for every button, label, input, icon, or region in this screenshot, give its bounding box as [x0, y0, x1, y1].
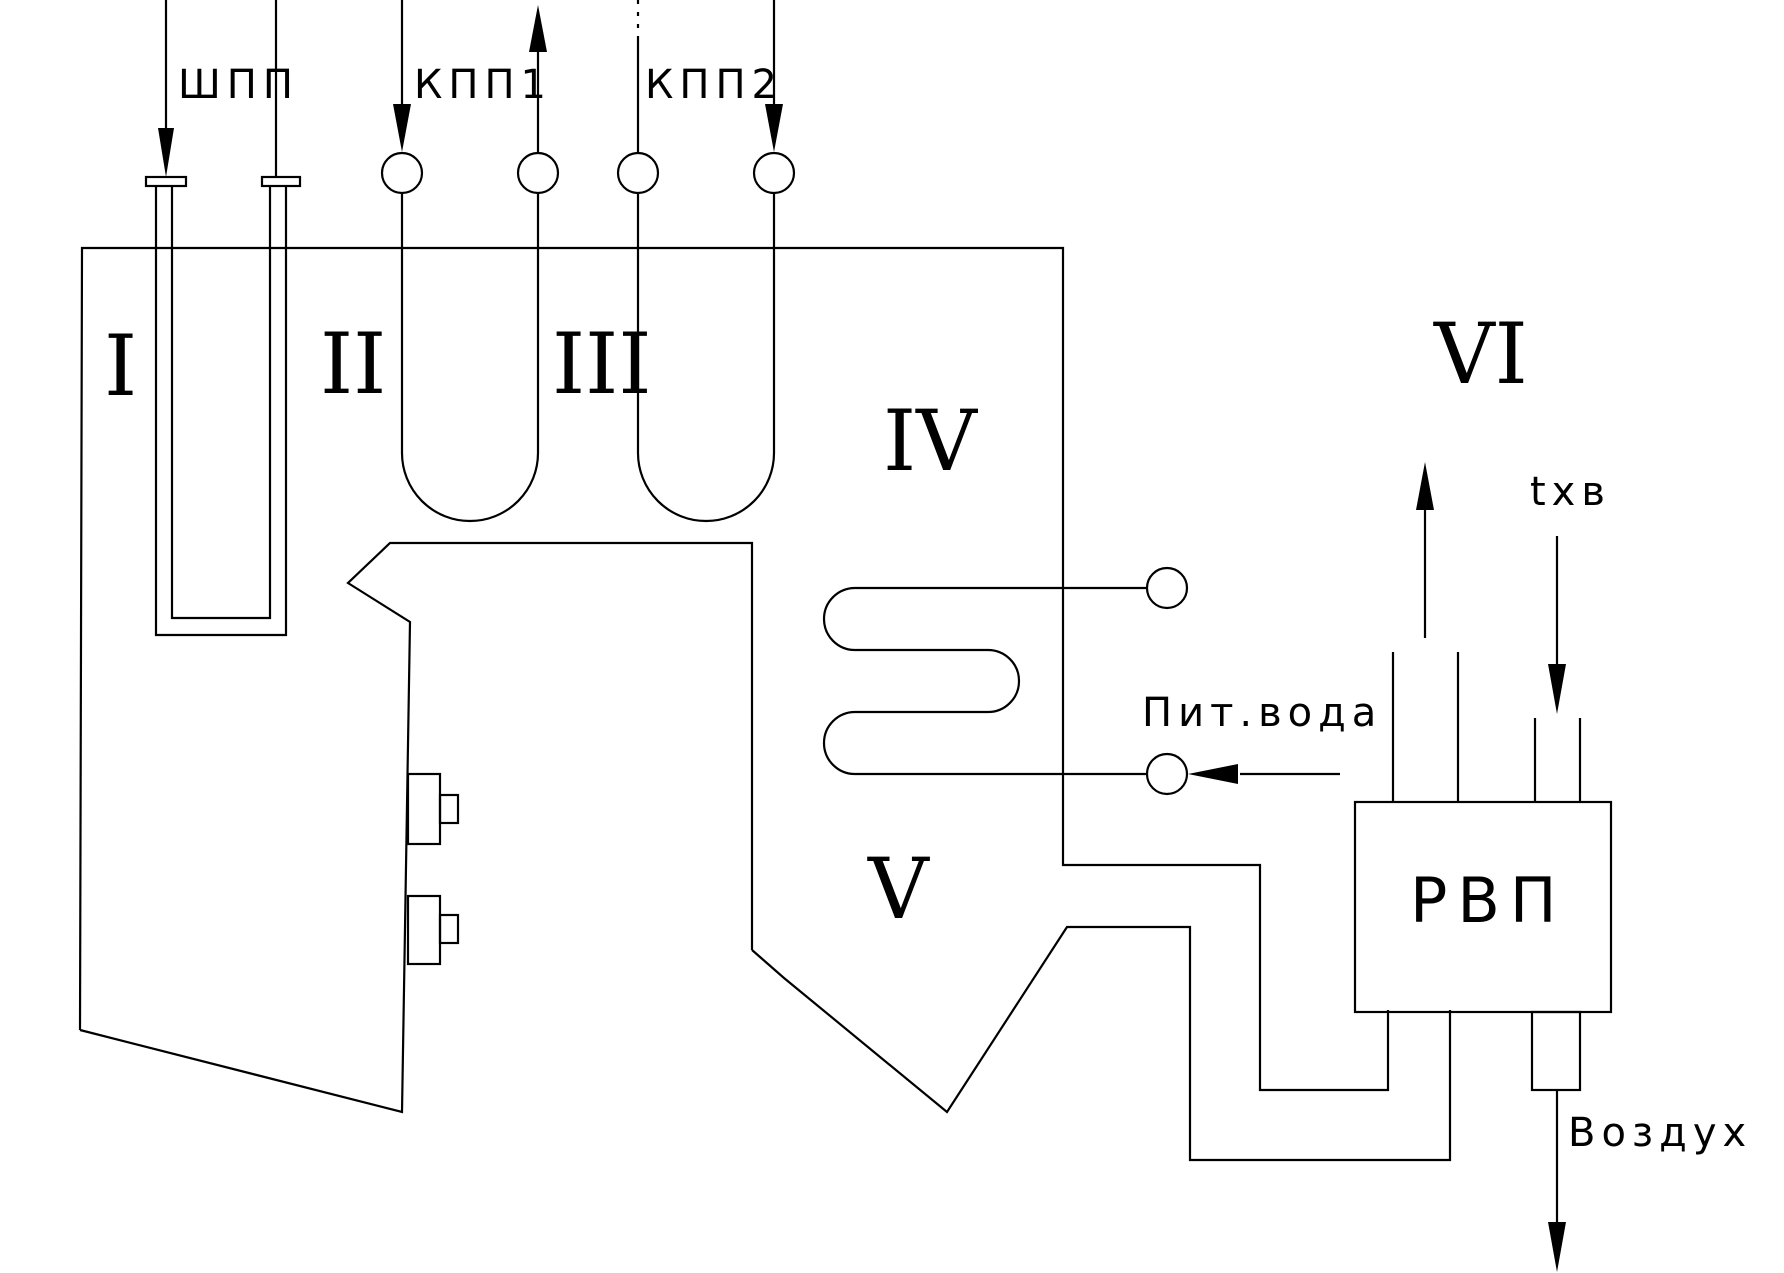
label-feedwater: Пит.вода — [1142, 690, 1382, 736]
flue-gas-exhaust-arrow — [1416, 462, 1434, 638]
kpp1-outlet-header — [516, 151, 560, 195]
cold-air-inlet-arrow — [1548, 536, 1566, 714]
zone-label-5: V — [867, 840, 930, 938]
kpp1-inlet-header — [380, 151, 424, 195]
boiler-outline — [78, 246, 1452, 1162]
label-air: Воздух — [1568, 1110, 1752, 1156]
economizer-outlet-header — [1145, 566, 1189, 610]
burner-lower — [406, 894, 460, 966]
kpp2-inlet-header — [616, 151, 660, 195]
label-kpp1: КПП1 — [414, 62, 552, 108]
regenerative-air-heater — [1353, 652, 1613, 1092]
zone-label-1: I — [104, 317, 137, 415]
label-air-temperature: tхв — [1530, 469, 1611, 515]
kpp2-outlet-line — [765, 0, 783, 152]
convective-superheater-kpp1 — [400, 192, 540, 523]
kpp1-outlet-line — [529, 5, 547, 153]
shpp-inlet-line — [158, 0, 174, 177]
kpp1-inlet-line — [393, 0, 411, 152]
label-rvp: РВП — [1410, 864, 1567, 937]
kpp2-outlet-header — [752, 151, 796, 195]
hot-air-outlet-arrow — [1548, 1090, 1566, 1272]
feedwater-inlet-line — [1188, 764, 1340, 784]
zone-label-4: IV — [883, 392, 978, 490]
zone-label-3: III — [552, 315, 652, 413]
convective-superheater-kpp2 — [636, 192, 776, 523]
label-shpp: ШПП — [178, 62, 299, 108]
zone-label-6: VI — [1433, 305, 1528, 403]
economizer-inlet-header — [1145, 752, 1189, 796]
screen-superheater-shpp — [144, 175, 302, 637]
economizer-coil — [822, 586, 1148, 776]
label-kpp2: КПП2 — [645, 62, 783, 108]
zone-label-2: II — [320, 315, 386, 413]
burner-upper — [406, 772, 460, 846]
